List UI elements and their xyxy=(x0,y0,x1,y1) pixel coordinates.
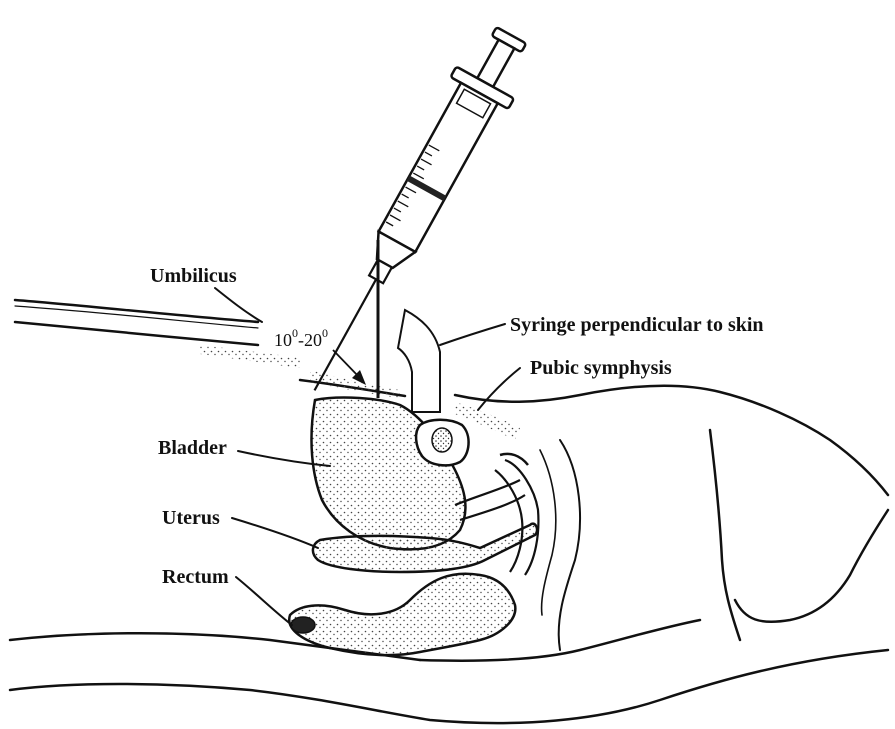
label-angle-range: 100-200 xyxy=(274,326,328,350)
pubic-bone xyxy=(416,420,469,466)
label-uterus: Uterus xyxy=(162,507,220,529)
rectum-shape xyxy=(289,574,515,655)
label-umbilicus: Umbilicus xyxy=(150,265,237,287)
label-pubic-symphysis: Pubic symphysis xyxy=(530,357,672,379)
angle-from: 10 xyxy=(274,330,292,350)
rectum-lumen xyxy=(291,617,315,633)
angle-to-degree: 0 xyxy=(322,326,328,340)
label-bladder: Bladder xyxy=(158,437,227,459)
label-syringe-perpendicular: Syringe perpendicular to skin xyxy=(510,314,764,336)
angle-to: 20 xyxy=(304,330,322,350)
label-rectum: Rectum xyxy=(162,566,229,588)
